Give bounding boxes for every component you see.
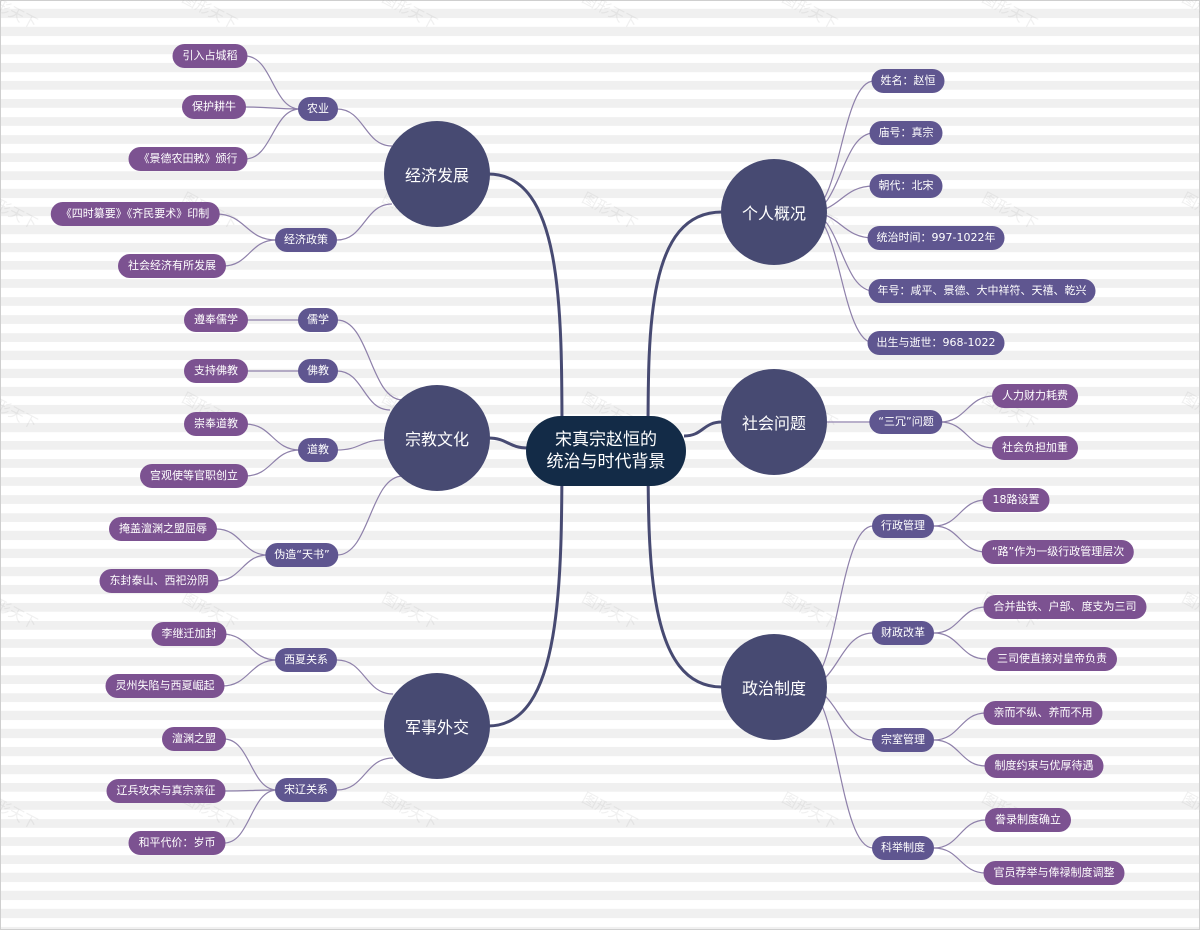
central-topic-line1: 宋真宗赵恒的 [555,430,657,450]
sub-connector [336,108,393,147]
leaf-xixia-1[interactable]: 李继迁加封 [151,622,227,646]
sub-connector [933,632,987,660]
sub-connector [215,554,269,582]
main-connector [646,439,723,689]
leaf-heavenly-book-1[interactable]: 掩盖澶渊之盟屈辱 [109,517,217,541]
sub-connector [933,819,987,849]
leaf-three-redundancies-2[interactable]: 社会负担加重 [992,436,1078,460]
sub-buddhism[interactable]: 佛教 [298,359,338,383]
leaf-administration-2[interactable]: “路”作为一级行政管理层次 [981,540,1135,564]
main-connector [646,210,723,441]
sub-connector [223,738,278,791]
leaf-buddhism-1[interactable]: 支持佛教 [184,359,248,383]
central-topic-line2: 统治与时代背景 [546,452,666,472]
branch-religion[interactable]: 宗教文化 [384,385,490,491]
leaf-personal-2[interactable]: 庙号：真宗 [869,121,943,145]
branch-personal[interactable]: 个人概况 [721,159,827,265]
sub-connector [336,439,385,451]
leaf-song-liao-2[interactable]: 辽兵攻宋与真宗亲征 [106,779,226,803]
sub-taoism[interactable]: 道教 [298,438,338,462]
sub-connector [933,847,987,874]
leaf-taoism-1[interactable]: 崇奉道教 [184,412,248,436]
main-connector [487,436,529,450]
leaf-song-liao-3[interactable]: 和平代价：岁币 [128,831,226,855]
sub-connector [244,108,301,160]
sub-connector [244,55,301,110]
branch-politics[interactable]: 政治制度 [721,634,827,740]
leaf-clan-1[interactable]: 亲而不纵、养而不用 [983,701,1103,725]
sub-connector [222,239,277,267]
main-connector [487,172,564,441]
sub-connector [336,659,394,695]
sub-connector [223,789,278,844]
branch-military[interactable]: 军事外交 [384,673,490,779]
sub-connector [336,370,391,411]
sub-connector [215,213,277,241]
leaf-clan-2[interactable]: 制度约束与优厚待遇 [984,754,1104,778]
sub-connector [221,659,278,687]
sub-clan-management[interactable]: 宗室管理 [872,728,934,752]
sub-connector [336,319,404,401]
sub-connector [244,423,301,451]
sub-connector [244,106,301,110]
sub-administration[interactable]: 行政管理 [872,514,934,538]
sub-connector [933,606,987,634]
leaf-economic-policy-2[interactable]: 社会经济有所发展 [118,254,226,278]
sub-connector [336,475,404,556]
sub-connector [215,528,269,556]
leaf-administration-1[interactable]: 18路设置 [982,488,1050,512]
leaf-exam-1[interactable]: 誊录制度确立 [985,808,1071,832]
sub-xixia-relations[interactable]: 西夏关系 [275,648,337,672]
leaf-finance-1[interactable]: 合并盐铁、户部、度支为三司 [983,595,1147,619]
sub-connector [933,499,987,527]
branch-economy[interactable]: 经济发展 [384,121,490,227]
sub-connector [933,712,987,741]
leaf-heavenly-book-2[interactable]: 东封泰山、西祀汾阴 [99,569,219,593]
sub-connector [221,633,278,661]
sub-connector [336,757,394,791]
sub-agriculture[interactable]: 农业 [298,97,338,121]
central-topic[interactable]: 宋真宗赵恒的 统治与时代背景 [526,416,686,486]
sub-song-liao-relations[interactable]: 宋辽关系 [275,778,337,802]
sub-connector [933,739,987,767]
leaf-personal-3[interactable]: 朝代：北宋 [869,174,943,198]
sub-imperial-exam[interactable]: 科举制度 [872,836,934,860]
sub-connector [223,789,278,792]
sub-finance-reform[interactable]: 财政改革 [872,621,934,645]
sub-connector [244,449,301,477]
sub-connector [336,203,393,241]
sub-connector [933,525,987,553]
leaf-agriculture-3[interactable]: 《景德农田敕》颁行 [128,147,248,171]
branch-social[interactable]: 社会问题 [721,369,827,475]
main-connector [487,439,564,728]
main-connector [683,420,723,438]
leaf-exam-2[interactable]: 官员荐举与俸禄制度调整 [983,861,1125,885]
leaf-personal-1[interactable]: 姓名：赵恒 [871,69,945,93]
leaf-xixia-2[interactable]: 灵州失陷与西夏崛起 [105,674,225,698]
sub-confucianism[interactable]: 儒学 [298,308,338,332]
leaf-agriculture-1[interactable]: 引入占城稻 [172,44,248,68]
leaf-three-redundancies-1[interactable]: 人力财力耗费 [992,384,1078,408]
sub-connector [939,421,995,449]
leaf-personal-5[interactable]: 年号：咸平、景德、大中祥符、天禧、乾兴 [868,279,1096,303]
sub-heavenly-book[interactable]: 伪造“天书” [265,543,339,567]
sub-three-redundancies[interactable]: “三冗”问题 [869,410,943,434]
sub-economic-policy[interactable]: 经济政策 [275,228,337,252]
leaf-song-liao-1[interactable]: 澶渊之盟 [162,727,226,751]
leaf-confucianism-1[interactable]: 遵奉儒学 [184,308,248,332]
leaf-personal-4[interactable]: 统治时间：997-1022年 [867,226,1005,250]
leaf-personal-6[interactable]: 出生与逝世：968-1022 [867,331,1005,355]
sub-connector [939,395,995,423]
leaf-economic-policy-1[interactable]: 《四时纂要》《齐民要术》印制 [50,202,220,226]
leaf-agriculture-2[interactable]: 保护耕牛 [182,95,246,119]
leaf-finance-2[interactable]: 三司使直接对皇帝负责 [987,647,1117,671]
leaf-taoism-2[interactable]: 宫观使等官职创立 [140,464,248,488]
